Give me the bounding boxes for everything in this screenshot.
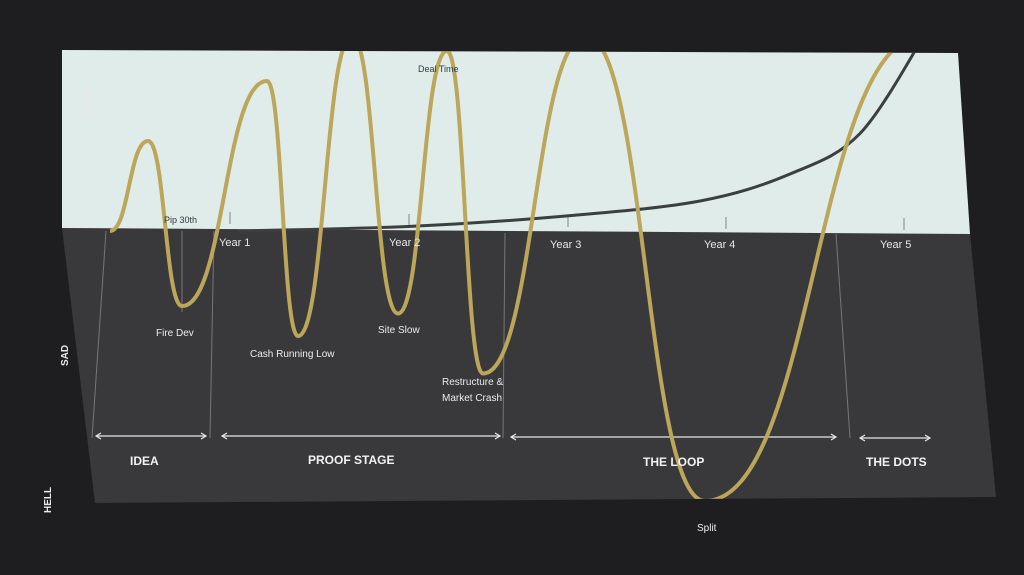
stage-arrow (858, 434, 932, 442)
stage-dividers (91, 230, 851, 439)
annotation: Cash Running Low (250, 349, 335, 360)
annotation: Site Slow (378, 325, 420, 336)
level-label-sad: SAD (60, 345, 71, 366)
sad-region (62, 228, 996, 503)
x-tick-label: Year 2 (389, 237, 420, 249)
level-label-happy: HAPPY (83, 79, 94, 114)
x-tick-label: Year 1 (219, 237, 250, 249)
stage-arrow (94, 432, 208, 440)
stage-arrow (220, 432, 502, 440)
stage-divider (835, 233, 851, 439)
annotation: Restructure & (442, 377, 503, 388)
stage-label-proof: PROOF STAGE (308, 453, 394, 467)
stage-divider (209, 230, 215, 439)
x-tick-label: Year 4 (704, 239, 735, 251)
stage-divider (91, 230, 107, 439)
level-label-hell: HELL (43, 487, 54, 513)
x-tick-label: Year 3 (550, 239, 581, 251)
annotation: Deal Time (418, 64, 459, 74)
trend-curve (237, 50, 926, 233)
happy-region (62, 50, 970, 234)
annotation: Split (697, 523, 717, 534)
annotation: Fire Dev (156, 328, 194, 339)
stage-label-loop: THE LOOP (643, 455, 704, 469)
x-tick-label: Year 5 (880, 239, 911, 251)
stage-label-idea: IDEA (130, 454, 159, 468)
annotation: Market Crash (442, 393, 502, 404)
annotation: Pip 30th (164, 215, 197, 225)
stage-label-dots: THE DOTS (866, 455, 927, 469)
journey-wave (109, 50, 925, 503)
stage-divider (502, 232, 506, 439)
